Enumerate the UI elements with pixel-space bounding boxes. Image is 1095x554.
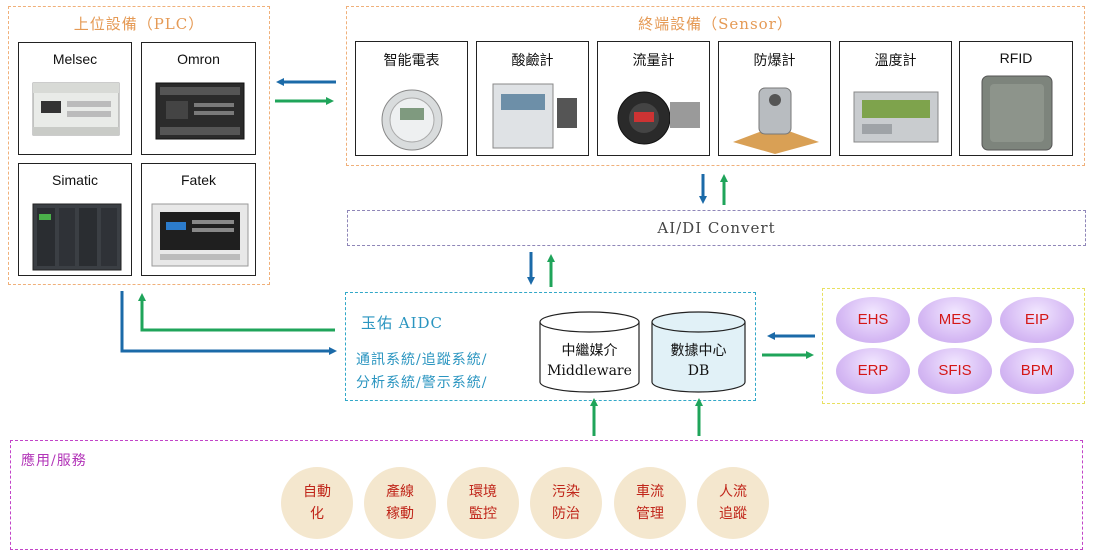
- app-item-line-1: 車流: [636, 484, 664, 500]
- device-label: RFID: [999, 50, 1033, 66]
- middleware-label-1: 中繼媒介: [561, 343, 618, 359]
- plc-device-fatek: Fatek: [141, 163, 256, 276]
- app-item: 車流 管理: [614, 467, 686, 539]
- device-label: 防爆計: [753, 52, 796, 68]
- database-cylinder-icon: [651, 311, 746, 393]
- sensor-device-flow-meter: 流量計: [597, 41, 710, 156]
- app-item: 產線 稼動: [364, 467, 436, 539]
- app-item-line-2: 管理: [636, 506, 664, 522]
- sensor-device-smart-meter: 智能電表: [355, 41, 468, 156]
- database-cylinder-icon: [539, 311, 640, 393]
- flow-meter-icon: [617, 91, 700, 145]
- device-label: Melsec: [52, 51, 98, 67]
- plc-module-icon: [151, 203, 249, 267]
- db-label-1: 數據中心: [670, 343, 727, 359]
- db-cylinder: 數據中心 DB: [650, 310, 747, 394]
- app-item-line-2: 防治: [552, 506, 580, 522]
- app-item-line-2: 稼動: [386, 506, 414, 522]
- system-eip: EIP: [1000, 297, 1074, 343]
- app-item-line-2: 追蹤: [719, 506, 747, 522]
- app-item-line-1: 產線: [386, 484, 414, 500]
- applications-box: 應用/服務 自動 化 產線 稼動 環境 監控 污染 防治 車流 管理 人流 追蹤: [10, 440, 1083, 550]
- app-item: 自動 化: [281, 467, 353, 539]
- ai-di-convert-label: AI/DI Convert: [657, 219, 776, 237]
- ph-meter-icon: [492, 83, 577, 149]
- explosion-proof-sensor-icon: [733, 87, 819, 154]
- plc-device-simatic: Simatic: [18, 163, 132, 276]
- plc-module-icon: [155, 82, 245, 140]
- app-item-line-1: 污染: [552, 484, 580, 500]
- plc-module-icon: [32, 82, 120, 136]
- device-label: 智能電表: [383, 52, 440, 68]
- sensor-device-ph-meter: 酸鹼計: [476, 41, 589, 156]
- device-label: Fatek: [180, 172, 216, 188]
- device-label: 酸鹼計: [511, 52, 554, 68]
- system-bpm: BPM: [1000, 348, 1074, 394]
- plc-group: 上位設備（PLC） Melsec Omron: [8, 6, 270, 285]
- app-item-line-1: 環境: [469, 484, 497, 500]
- app-item-line-1: 自動: [303, 484, 331, 500]
- sensor-device-rfid: RFID: [959, 41, 1073, 156]
- plc-group-title: 上位設備（PLC）: [73, 15, 205, 33]
- app-item: 污染 防治: [530, 467, 602, 539]
- applications-title: 應用/服務: [21, 453, 87, 469]
- ai-di-convert-box: AI/DI Convert: [347, 210, 1086, 246]
- device-label: 流量計: [632, 52, 675, 68]
- smart-meter-icon: [381, 89, 443, 151]
- device-label: Omron: [177, 51, 220, 67]
- system-mes: MES: [918, 297, 992, 343]
- sensor-group: 終端設備（Sensor） 智能電表 酸鹼計 流量計 防爆: [346, 6, 1085, 166]
- rfid-reader-icon: [981, 75, 1053, 151]
- app-item-line-2: 監控: [469, 506, 497, 522]
- sensor-device-thermometer: 溫度計: [839, 41, 952, 156]
- sensor-group-title: 終端設備（Sensor）: [638, 15, 793, 33]
- thermometer-icon: [853, 91, 939, 143]
- system-erp: ERP: [836, 348, 910, 394]
- sensor-device-explosion-proof: 防爆計: [718, 41, 831, 156]
- arrow-plc-to-aidc: [120, 291, 337, 355]
- aidc-systems-line-2: 分析系統/警示系統/: [356, 375, 488, 391]
- system-ehs: EHS: [836, 297, 910, 343]
- aidc-systems-line-1: 通訊系統/追蹤系統/: [356, 352, 488, 368]
- system-sfis: SFIS: [918, 348, 992, 394]
- app-item: 環境 監控: [447, 467, 519, 539]
- app-item-line-2: 化: [310, 506, 324, 522]
- device-label: Simatic: [52, 172, 98, 188]
- middleware-label-2: Middleware: [547, 363, 632, 379]
- device-label: 溫度計: [874, 52, 917, 68]
- plc-device-melsec: Melsec: [18, 42, 132, 155]
- aidc-title: 玉佑 AIDC: [361, 314, 444, 332]
- db-label-2: DB: [687, 363, 710, 379]
- plc-device-omron: Omron: [141, 42, 256, 155]
- middleware-cylinder: 中繼媒介 Middleware: [538, 310, 641, 394]
- aidc-box: 玉佑 AIDC 通訊系統/追蹤系統/ 分析系統/警示系統/ 中繼媒介 Middl…: [345, 292, 756, 401]
- app-item-line-1: 人流: [719, 484, 747, 500]
- enterprise-systems-box: EHS MES EIP ERP SFIS BPM: [822, 288, 1085, 404]
- arrow-aidc-to-plc: [138, 293, 335, 332]
- app-item: 人流 追蹤: [697, 467, 769, 539]
- plc-rack-icon: [32, 203, 122, 271]
